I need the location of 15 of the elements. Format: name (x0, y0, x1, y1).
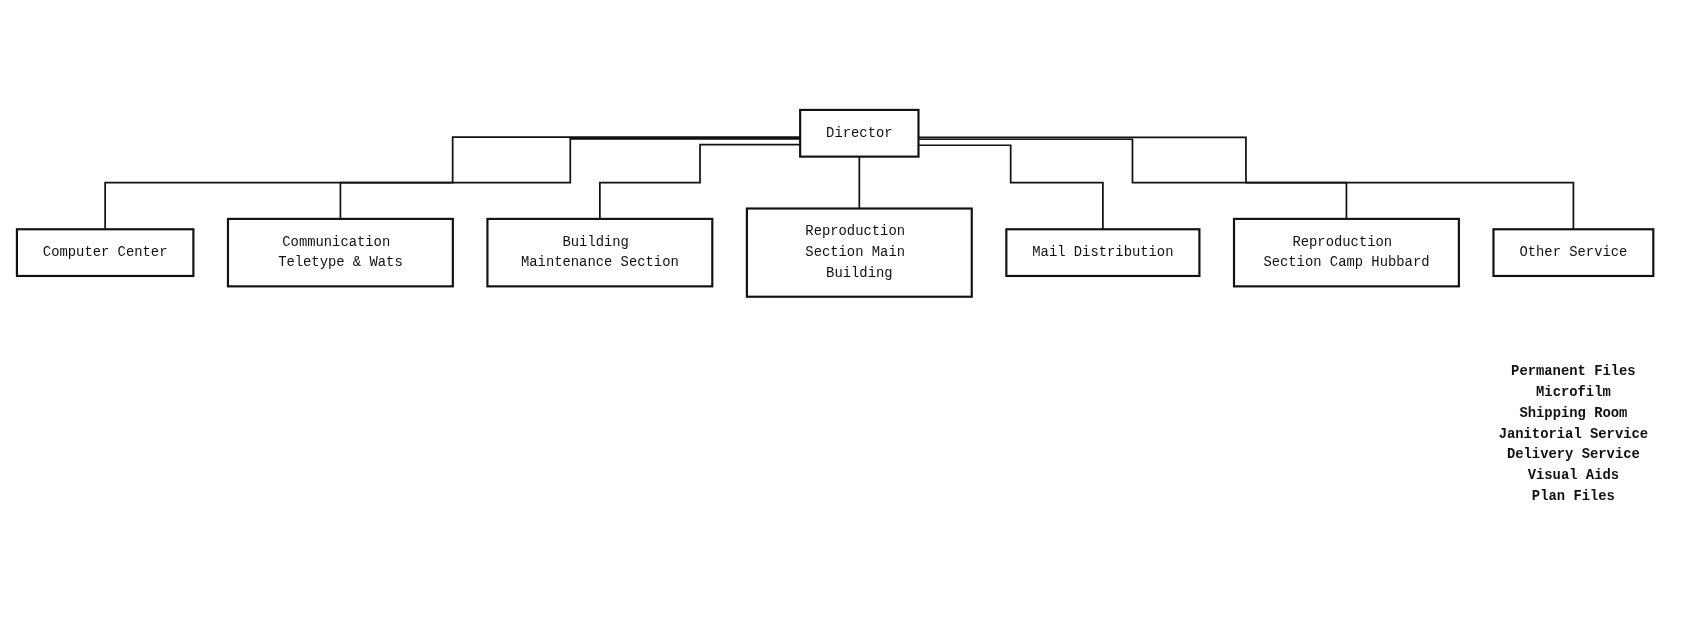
node-box: Other Service (1492, 228, 1655, 278)
node-box: Director (799, 108, 920, 158)
node-label: Microfilm (1536, 385, 1611, 401)
node-label: Delivery Service (1506, 447, 1640, 463)
node-box: Reproduction Section Main Building (745, 207, 973, 298)
node-box: Communication Teletype & Wats (226, 217, 454, 288)
node-label: Permanent Files (1511, 364, 1636, 380)
node-box: Mail Distribution (1005, 228, 1201, 278)
node-box: Building Maintenance Section (486, 217, 714, 288)
node-label: Shipping Room (1519, 405, 1628, 422)
node-box: Computer Center (15, 228, 195, 278)
node-label: Janitorial Service (1498, 426, 1649, 443)
node-label: Plan Files (1531, 488, 1615, 505)
node-box: Reproduction Section Camp Hubbard (1232, 217, 1460, 288)
node-label: Visual Aids (1527, 468, 1620, 484)
